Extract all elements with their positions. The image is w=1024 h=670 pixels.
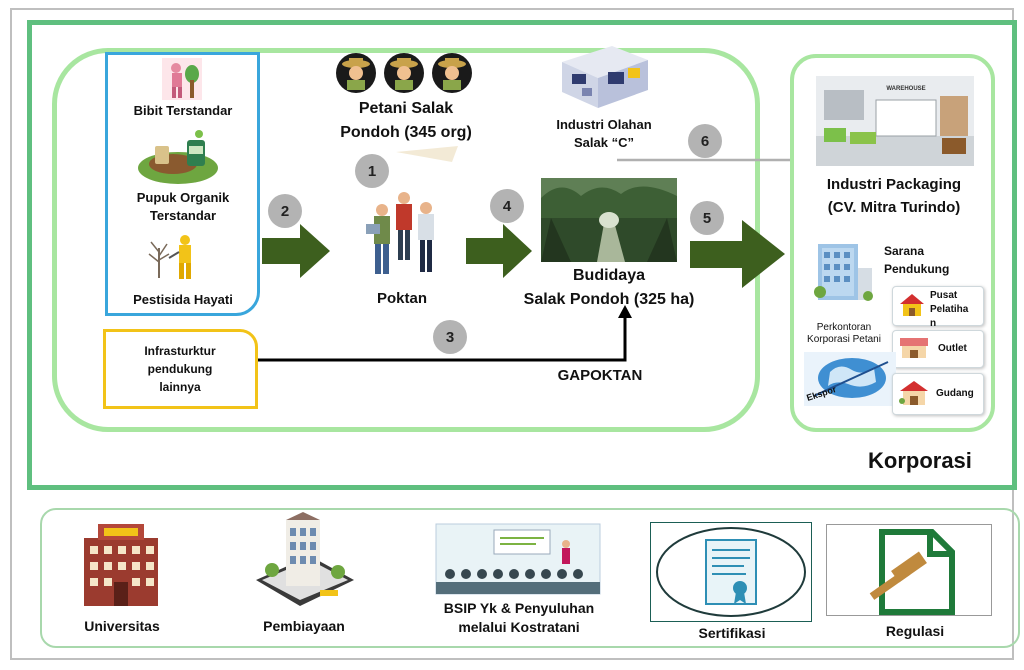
step-1-badge: 1 [355,154,389,188]
petani-label-line1: Petani Salak [358,100,454,117]
packaging-label-line2: (CV. Mitra Turindo) [827,199,961,216]
bsip-label-line1: BSIP Yk & Penyuluhan [443,600,595,616]
export-globe-icon [804,352,896,406]
outlet-card [892,330,984,368]
organic-fertilizer-icon [138,130,218,184]
step-5-badge: 5 [690,201,724,235]
pupuk-label-line2: Terstandar [149,208,217,223]
poktan-label: Poktan [376,290,427,307]
step-4-badge: 4 [490,189,524,223]
infra-label-line2: pendukung [147,362,213,376]
regulation-gavel-icon [869,529,955,615]
training-session-icon [435,523,601,595]
arrow-4 [466,224,532,278]
korporasi-label: Korporasi [868,448,972,473]
poktan-group-icon [366,192,434,274]
industri-olahan-label-line1: Industri Olahan [556,117,652,132]
warehouse-icon [816,76,974,166]
shop-icon [900,338,928,358]
pesticide-sprayer-icon [148,235,191,279]
house-icon [900,294,924,316]
pupuk-label-line1: Pupuk Organik [136,190,230,205]
office-building-icon [814,244,873,301]
pusat-label-line3: n [930,318,937,329]
pusat-label-line2: Pelatiha [930,304,969,315]
arrow-2 [262,224,330,278]
industri-olahan-label-line2: Salak “C” [574,135,634,150]
arrow-3-head [618,305,632,318]
salak-plantation-photo [541,178,677,262]
support-box [40,508,1020,648]
certificate-icon [656,527,806,617]
perkontoran-label: Perkontoran Korporasi Petani [807,322,881,345]
arrow-3-line [258,316,627,362]
processing-industry-icon [562,46,648,108]
warehouse-sign: WAREHOUSE [886,86,926,92]
arrow-5 [690,220,785,288]
gudang-label: Gudang [936,388,974,399]
bsip-label-line2: melalui Kostratani [458,619,580,635]
sarana-label-line2: Pendukung [884,262,950,276]
outlet-label: Outlet [938,343,967,354]
university-icon [84,524,158,606]
universitas-label: Universitas [84,618,160,634]
pestisida-label: Pestisida Hayati [133,292,233,307]
pusat-label-line1: Pusat [930,290,958,301]
step-6-badge: 6 [688,124,722,158]
step-2-badge: 2 [268,194,302,228]
infrastructure-box [103,329,258,409]
pembiayaan-label: Pembiayaan [263,618,345,634]
farmers-icon [336,53,472,93]
budidaya-label-line2: Salak Pondoh (325 ha) [523,291,695,308]
infra-label-line3: lainnya [159,380,201,394]
sarana-label-line1: Sarana [884,244,925,258]
petani-label-line2: Pondoh (345 org) [340,124,472,141]
infra-label-line1: Infrasturktur [144,344,216,358]
step-3-badge: 3 [433,320,467,354]
bank-building-icon [256,512,354,606]
bibit-label: Bibit Terstandar [133,103,233,118]
budidaya-label-line1: Budidaya [572,267,645,284]
seedling-worker-icon [162,58,202,100]
gapoktan-label: GAPOKTAN [557,367,643,384]
sertifikasi-label: Sertifikasi [698,625,766,641]
regulasi-label: Regulasi [885,623,945,639]
packaging-label-line1: Industri Packaging [826,176,962,193]
warehouse-small-icon [899,381,928,405]
